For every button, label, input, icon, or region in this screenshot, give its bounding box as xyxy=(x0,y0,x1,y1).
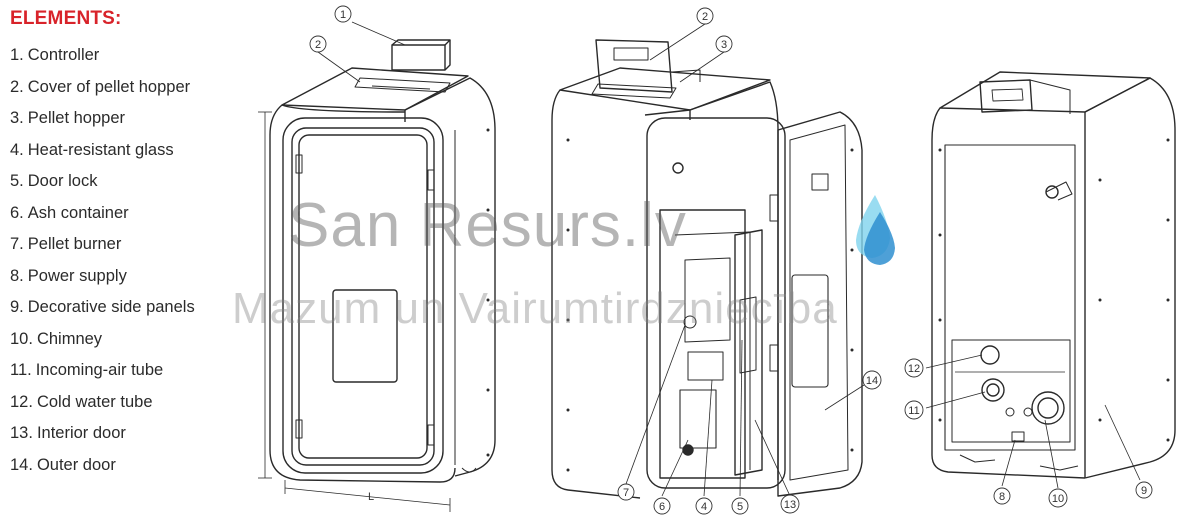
legend-item-3: 3.Pellet hopper xyxy=(10,109,126,127)
legend-item-11: 11.Incoming-air tube xyxy=(10,361,164,379)
svg-text:13: 13 xyxy=(784,499,796,511)
svg-text:14: 14 xyxy=(866,375,878,387)
legend-item-7: 7.Pellet burner xyxy=(10,235,122,253)
legend-item-2: 2.Cover of pellet hopper xyxy=(10,77,191,96)
svg-text:6: 6 xyxy=(659,501,665,513)
water-drop-icon xyxy=(856,195,895,265)
legend-item-12: 12.Cold water tube xyxy=(10,392,153,411)
legend-item-5: 5.Door lock xyxy=(10,172,98,190)
svg-text:9: 9 xyxy=(1141,485,1147,497)
callout-8: 8 xyxy=(993,487,1011,505)
callout-4: 4 xyxy=(695,497,713,515)
legend-item-1: 1.Controller xyxy=(10,46,100,64)
legend-item-4: 4.Heat-resistant glass xyxy=(10,140,174,159)
svg-text:2: 2 xyxy=(702,11,708,23)
callout-leaders xyxy=(317,21,1141,497)
callout-14: 14 xyxy=(862,370,882,390)
legend-item-14: 14.Outer door xyxy=(10,455,116,474)
svg-text:7: 7 xyxy=(623,487,629,499)
callouts: 1 2 2 3 4 5 6 7 13 14 8 9 10 11 12 xyxy=(309,5,1153,515)
legend-item-9: 9.Decorative side panels xyxy=(10,298,195,316)
callout-1: 1 xyxy=(334,5,352,23)
callout-7: 7 xyxy=(617,483,635,501)
legend-item-8: 8.Power supply xyxy=(10,266,127,285)
callout-9: 9 xyxy=(1135,481,1153,499)
svg-text:1: 1 xyxy=(340,9,346,21)
dimension-label: L xyxy=(368,491,374,503)
callout-6: 6 xyxy=(653,497,671,515)
callout-3: 3 xyxy=(715,35,733,53)
watermark-tagline: Mazum un Vairumtirdzniecība xyxy=(232,284,838,333)
svg-text:11: 11 xyxy=(908,405,919,417)
svg-text:3: 3 xyxy=(721,39,727,51)
callout-13: 13 xyxy=(780,494,800,514)
callout-2-front: 2 xyxy=(309,35,327,53)
svg-text:10: 10 xyxy=(1052,493,1064,505)
legend-list: 1.Controller 2.Cover of pellet hopper 3.… xyxy=(10,40,250,481)
svg-text:2: 2 xyxy=(315,39,321,51)
legend-item-6: 6.Ash container xyxy=(10,203,129,222)
callout-10: 10 xyxy=(1048,488,1068,508)
watermark-brand: San Resurs.lv xyxy=(288,191,687,260)
front-view xyxy=(258,39,496,512)
svg-text:5: 5 xyxy=(737,501,743,513)
callout-5: 5 xyxy=(731,497,749,515)
callout-11: 11 xyxy=(904,400,924,420)
svg-text:8: 8 xyxy=(999,491,1005,503)
callout-12: 12 xyxy=(904,358,924,378)
legend-title: ELEMENTS: xyxy=(10,8,122,29)
legend-item-10: 10.Chimney xyxy=(10,329,103,348)
svg-text:4: 4 xyxy=(701,501,707,513)
callout-2-open: 2 xyxy=(696,7,714,25)
svg-text:12: 12 xyxy=(908,363,920,375)
legend: ELEMENTS: 1.Controller 2.Cover of pellet… xyxy=(10,6,250,481)
legend-item-13: 13.Interior door xyxy=(10,424,126,442)
back-view xyxy=(931,71,1176,479)
open-view xyxy=(551,39,863,499)
